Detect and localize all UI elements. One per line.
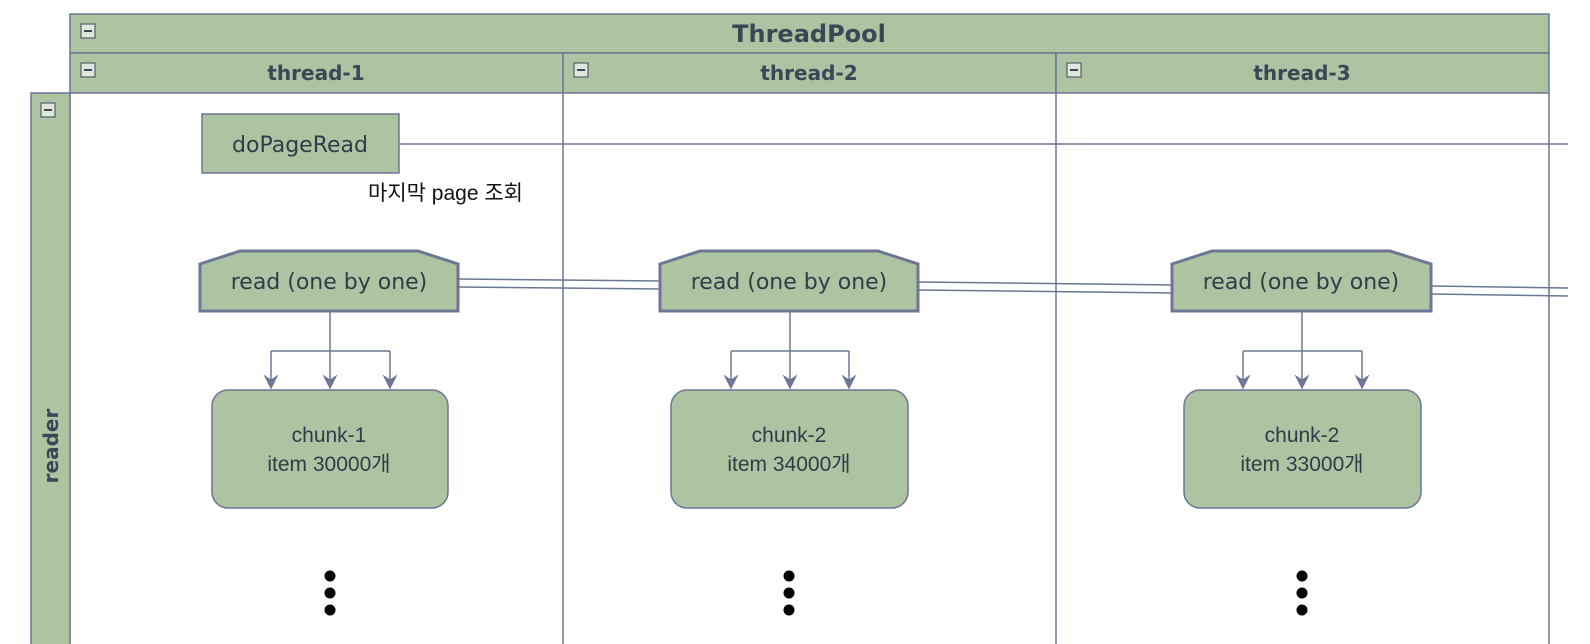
thread-1-read-node[interactable] <box>198 249 460 313</box>
thread-3-read-label: read (one by one) <box>1203 270 1400 295</box>
thread-2-read-label: read (one by one) <box>691 270 888 295</box>
do-page-read-label: doPageRead <box>232 133 368 158</box>
thread-1-fanout-arrows <box>263 311 398 390</box>
thread-1-read-label: read (one by one) <box>231 270 428 295</box>
read-connector-2 <box>917 281 1173 294</box>
do-page-read-note: 마지막 page 조회 <box>368 182 523 205</box>
thread-1-collapse-icon[interactable] <box>80 62 96 78</box>
thread-2-chunk-box[interactable] <box>670 389 909 509</box>
thread-2-chunk-name: chunk-2 <box>752 424 827 447</box>
thread-2-chunk-items: item 34000개 <box>727 453 850 476</box>
thread-1-chunk-name: chunk-1 <box>292 424 367 447</box>
thread-3-read-node[interactable] <box>1170 249 1433 313</box>
thread-1-chunk-box[interactable] <box>211 389 449 509</box>
thread-2-fanout-arrows <box>723 311 857 390</box>
thread-3-label: thread-3 <box>1253 61 1350 85</box>
thread-3-ellipsis-icon <box>1296 570 1308 616</box>
thread-1-ellipsis-icon <box>324 570 336 616</box>
thread-3-chunk-items: item 33000개 <box>1240 453 1363 476</box>
thread-2-ellipsis-icon <box>783 570 795 616</box>
thread-3-chunk-name: chunk-2 <box>1265 424 1340 447</box>
threadpool-header <box>69 13 1550 54</box>
thread-2-label: thread-2 <box>760 61 857 85</box>
threadpool-title: ThreadPool <box>732 20 886 48</box>
thread-2-read-node[interactable] <box>658 249 920 313</box>
threadpool-collapse-icon[interactable] <box>80 23 96 39</box>
thread-3-fanout-arrows <box>1235 311 1370 390</box>
thread-3-chunk-box[interactable] <box>1183 389 1422 509</box>
thread-2-header <box>562 52 1057 94</box>
thread-2-collapse-icon[interactable] <box>573 62 589 78</box>
do-page-read-box[interactable] <box>201 113 400 174</box>
reader-collapse-icon[interactable] <box>40 102 56 118</box>
reader-lane <box>30 92 71 644</box>
thread-1-header <box>69 52 564 94</box>
read-connector-3 <box>1430 285 1569 297</box>
thread-3-header <box>1055 52 1550 94</box>
read-connector-1 <box>457 278 661 290</box>
thread-1-label: thread-1 <box>267 61 364 85</box>
reader-lane-label: reader <box>39 409 63 484</box>
thread-1-chunk-items: item 30000개 <box>267 453 390 476</box>
thread-3-collapse-icon[interactable] <box>1066 62 1082 78</box>
